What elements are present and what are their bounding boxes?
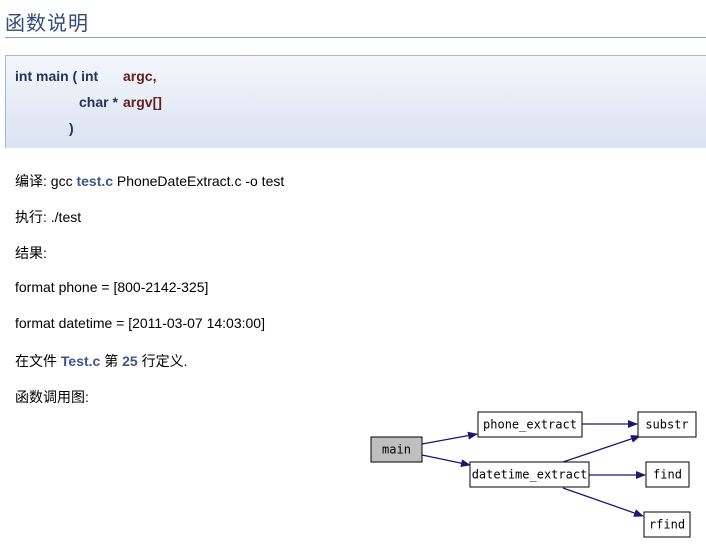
prototype-param-argv: argv[]: [123, 94, 162, 110]
result-label: 结果:: [15, 245, 47, 261]
compile-prefix: 编译: gcc: [15, 173, 77, 189]
definition-suffix: 行定义.: [137, 353, 188, 369]
node-substr[interactable]: substr: [637, 411, 697, 438]
node-main-label: main: [382, 443, 411, 457]
definition-file-link[interactable]: Test.c: [60, 353, 101, 369]
node-datetime-extract[interactable]: datetime_extract: [469, 461, 590, 488]
node-datetime-extract-label: datetime_extract: [472, 468, 588, 482]
definition-line: 在文件 Test.c 第 25 行定义.: [15, 351, 187, 371]
title-divider: [5, 37, 706, 38]
callgraph-label: 函数调用图:: [15, 389, 89, 405]
node-find[interactable]: find: [645, 461, 690, 488]
node-find-label: find: [653, 468, 682, 482]
prototype-close-paren: ): [69, 120, 74, 136]
node-rfind-label: rfind: [649, 518, 685, 532]
edge-main-datetime-extract: [421, 454, 471, 468]
section-title: 函数说明: [5, 11, 89, 35]
compile-line: 编译: gcc test.c PhoneDateExtract.c -o tes…: [15, 171, 284, 191]
phone-output: format phone = [800-2142-325]: [15, 279, 209, 295]
definition-prefix: 在文件: [15, 353, 61, 369]
run-line: 执行: ./test: [15, 209, 82, 225]
compile-suffix: PhoneDateExtract.c -o test: [113, 173, 285, 189]
node-rfind[interactable]: rfind: [643, 511, 691, 538]
node-substr-label: substr: [645, 418, 688, 432]
prototype-param-argc: argc,: [123, 68, 157, 84]
datetime-output: format datetime = [2011-03-07 14:03:00]: [15, 315, 265, 331]
edge-main-phone-extract: [421, 431, 478, 445]
definition-line-link[interactable]: 25: [122, 353, 138, 369]
prototype-second-type: char *: [79, 94, 118, 110]
node-main[interactable]: main: [370, 436, 423, 463]
function-prototype-box: int main ( int argc, char * argv[] ): [5, 55, 706, 148]
edge-datetime-extract-rfind: [562, 487, 644, 517]
edge-datetime-extract-substr: [562, 435, 641, 463]
node-phone-extract-label: phone_extract: [483, 418, 577, 432]
prototype-return-and-first-type: int main ( int: [15, 68, 99, 84]
definition-mid: 第: [100, 353, 123, 369]
test-c-link[interactable]: test.c: [76, 173, 114, 189]
node-phone-extract[interactable]: phone_extract: [477, 411, 583, 438]
